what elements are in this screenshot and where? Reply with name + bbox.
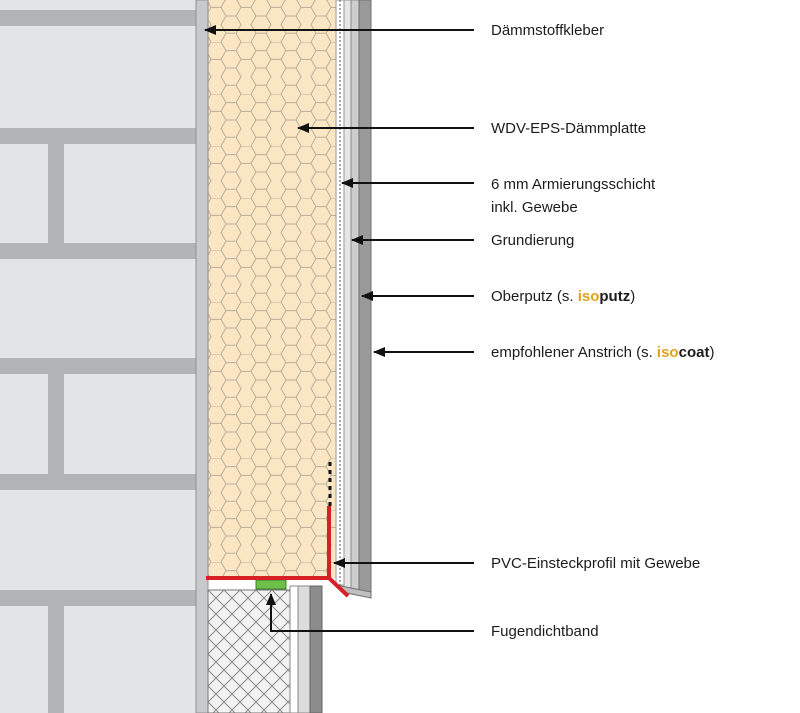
label-primer: Grundierung: [491, 232, 574, 249]
eps-insulation-board: [207, 0, 336, 578]
arrow-tape: [266, 593, 474, 632]
label-adhesive: Dämmstoffkleber: [491, 22, 604, 39]
joint-tape: [255, 579, 287, 590]
label-eps-board: WDV-EPS-Dämmplatte: [491, 120, 646, 137]
label-reinforcement-line1: 6 mm Armierungsschicht: [491, 176, 656, 193]
label-topcoat: Oberputz (s. isoputz): [491, 288, 635, 305]
pvc-profile: [206, 506, 350, 598]
base-detail: [207, 585, 323, 713]
label-joint-tape: Fugendichtband: [491, 623, 599, 640]
label-pvc-profile: PVC-Einsteckprofil mit Gewebe: [491, 555, 700, 572]
label-paint: empfohlener Anstrich (s. isocoat): [491, 344, 714, 361]
render-layers: [334, 0, 372, 599]
brand-coat: coat: [679, 344, 710, 361]
brand-putz: putz: [599, 288, 630, 305]
brand-iso: iso: [657, 344, 679, 361]
brand-iso: iso: [578, 288, 600, 305]
label-reinforcement-line2: inkl. Gewebe: [491, 199, 578, 216]
labels: Dämmstoffkleber WDV-EPS-Dämmplatte 6 mm …: [491, 22, 714, 640]
masonry-wall: [0, 0, 196, 713]
adhesive-layer: [195, 0, 209, 713]
leader-arrows: [204, 25, 474, 632]
